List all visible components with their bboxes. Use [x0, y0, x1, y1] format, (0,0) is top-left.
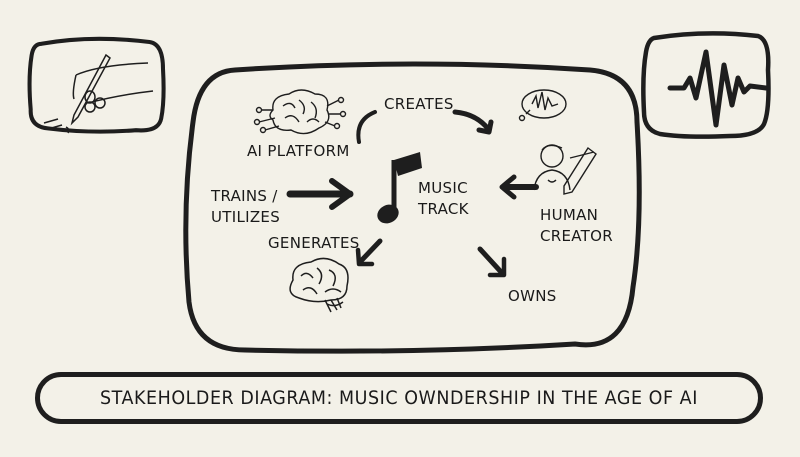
circuit-brain-icon: [253, 89, 347, 135]
music-track-label: MUSIC TRACK: [418, 178, 469, 220]
owns-arrow: [477, 246, 507, 278]
waveform-icon: [667, 49, 769, 128]
diagram-title: STAKEHOLDER DIAGRAM: MUSIC OWNDERSHIP IN…: [100, 387, 698, 409]
human-creator-label-line2: CREATOR: [540, 227, 613, 245]
music-note-icon: [377, 152, 422, 224]
human-to-track-arrow: [499, 174, 539, 200]
hand-writing-icon: [43, 53, 154, 134]
trains-arrow: [286, 178, 354, 210]
music-track-label-line1: MUSIC: [418, 179, 468, 197]
stakeholder-frame: [183, 61, 642, 354]
waveform-icon-frame: [641, 31, 771, 139]
human-creator-label-line1: HUMAN: [540, 206, 599, 224]
trains-label-line2: UTILIZES: [211, 208, 281, 226]
creates-arc-arrow: [356, 109, 494, 144]
ai-platform-label: AI PLATFORM: [247, 142, 350, 160]
owns-label: OWNS: [508, 287, 557, 305]
creates-label: CREATES: [384, 95, 454, 113]
generates-arrow: [355, 238, 383, 267]
person-with-pencil-icon: [518, 89, 597, 195]
brain-icon: [289, 257, 349, 313]
music-track-label-line2: TRACK: [418, 200, 469, 218]
generates-label: GENERATES: [268, 234, 360, 252]
trains-label-line1: TRAINS /: [211, 187, 278, 205]
hand-writing-icon-frame: [27, 36, 166, 134]
trains-utilizes-label: TRAINS / UTILIZES: [211, 186, 280, 228]
human-creator-label: HUMAN CREATOR: [540, 205, 613, 247]
diagram-title-box: STAKEHOLDER DIAGRAM: MUSIC OWNDERSHIP IN…: [35, 372, 763, 424]
